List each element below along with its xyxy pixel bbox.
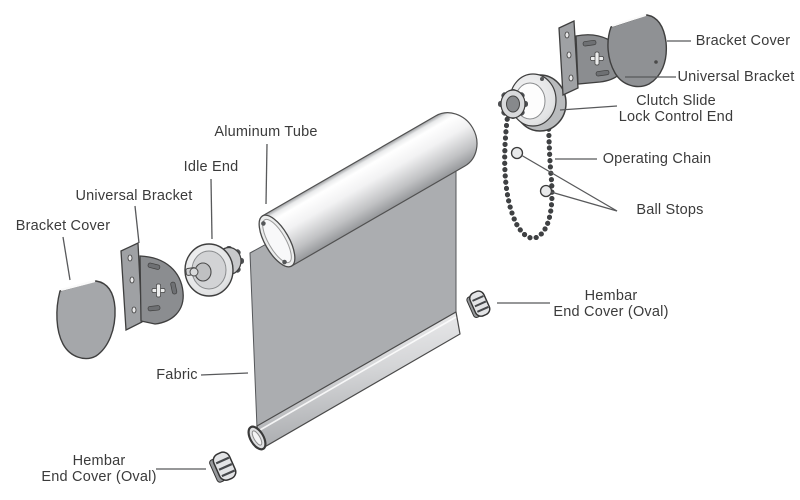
ball-stop-lower [539, 184, 553, 198]
label-aluminum-tube: Aluminum Tube [214, 124, 318, 140]
universal-bracket-right-part [558, 20, 626, 96]
leader-fabric [200, 372, 249, 376]
idle-end-part [184, 243, 244, 297]
label-hembar-end-cover-bottom: Hembar End Cover (Oval) [41, 453, 156, 485]
label-clutch-line1: Clutch Slide [636, 93, 716, 109]
label-operating-chain: Operating Chain [602, 151, 712, 167]
bracket-cover-left-part [56, 279, 116, 360]
hembar-end-cover-bottom-part [209, 451, 237, 483]
label-clutch-line2: Lock Control End [618, 109, 734, 125]
label-hembar-right-line1: Hembar [584, 288, 638, 304]
label-universal-bracket-right: Universal Bracket [677, 69, 795, 85]
hembar-open-end [247, 425, 267, 451]
leader-universal-bracket-left [134, 205, 140, 244]
label-idle-end: Idle End [183, 159, 239, 175]
bracket-cross-hole [151, 283, 166, 298]
label-hembar-bottom-line1: Hembar [72, 453, 126, 469]
label-bracket-cover-right: Bracket Cover [695, 33, 791, 49]
label-ball-stops: Ball Stops [636, 202, 704, 218]
leader-clutch [559, 105, 618, 111]
label-universal-bracket-left: Universal Bracket [75, 188, 193, 204]
bracket-cover-right-part [607, 14, 668, 88]
leader-aluminum-tube [265, 143, 268, 205]
label-clutch-slide-lock-control-end: Clutch Slide Lock Control End [619, 93, 733, 125]
clutch-control-end-part [498, 73, 567, 132]
leader-ball-stop-lower [550, 191, 618, 212]
bracket-cross-hole-right [590, 51, 604, 66]
aluminum-tube-shape [258, 112, 478, 268]
leader-idle-end [210, 178, 213, 240]
label-hembar-right-line2: End Cover (Oval) [553, 304, 669, 320]
hembar-rail [247, 311, 461, 451]
leader-ball-stop-upper [520, 154, 618, 212]
hembar-end-cover-right-part [466, 290, 491, 318]
leader-lines [62, 40, 691, 470]
operating-chain-shape [505, 110, 553, 238]
universal-bracket-left-part [120, 241, 184, 332]
label-fabric: Fabric [156, 367, 198, 383]
clutch-gear [498, 89, 528, 119]
label-hembar-end-cover-right: Hembar End Cover (Oval) [553, 288, 668, 320]
label-hembar-bottom-line2: End Cover (Oval) [41, 469, 157, 485]
ball-stop-upper [510, 146, 524, 160]
label-bracket-cover-left: Bracket Cover [15, 218, 111, 234]
leader-bracket-cover-left [62, 236, 71, 281]
